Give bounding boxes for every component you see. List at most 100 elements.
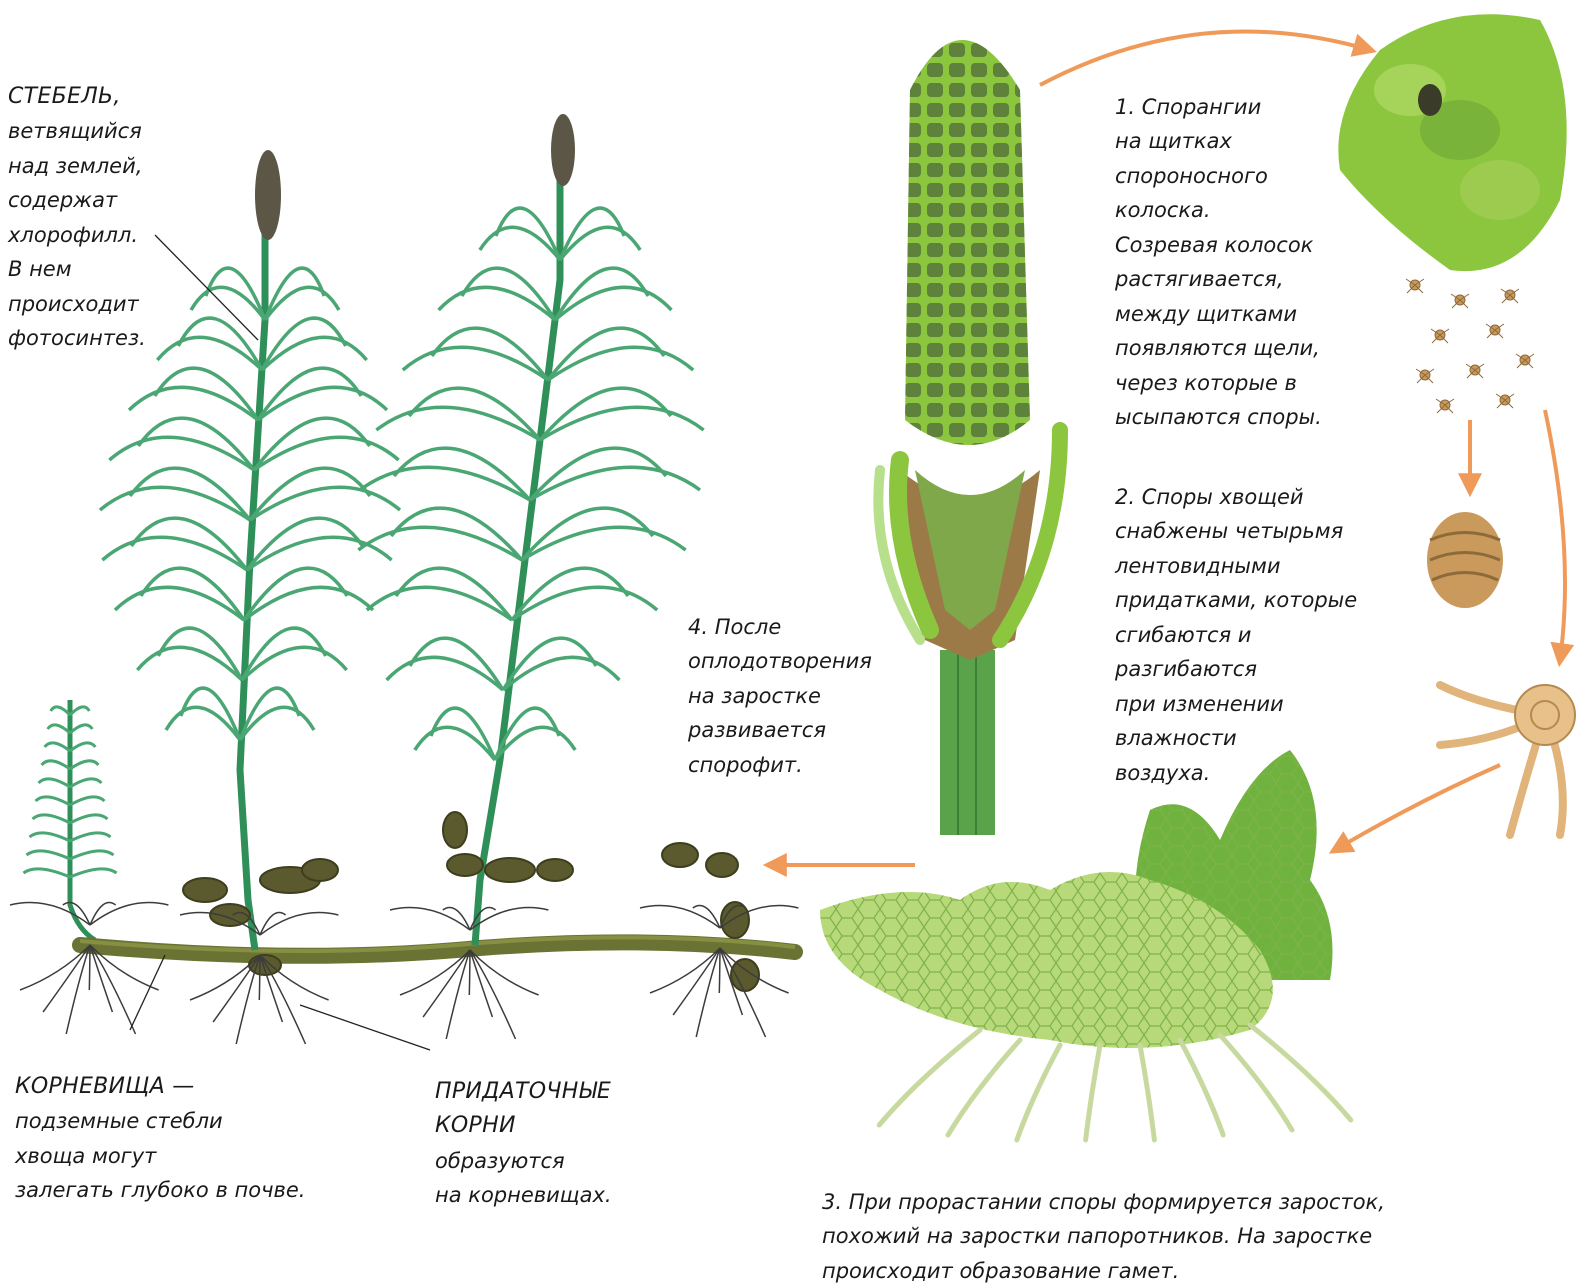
branch-whorl bbox=[155, 368, 258, 420]
roots-label-title: ПРИДАТОЧНЫЕ КОРНИ bbox=[435, 1075, 612, 1144]
step2-label: 2. Споры хвощей снабжены четырьмя лентов… bbox=[1115, 445, 1357, 790]
branch-whorl bbox=[100, 487, 250, 520]
rhizoid bbox=[1250, 1025, 1351, 1120]
rhizoid bbox=[1086, 1045, 1100, 1140]
root bbox=[470, 950, 516, 1039]
young-branch bbox=[23, 869, 70, 877]
young-branch bbox=[70, 797, 104, 805]
root bbox=[446, 950, 470, 1039]
rhizome-label-text: подземные стебли хвоща могут залегать гл… bbox=[15, 1109, 305, 1202]
root bbox=[66, 945, 90, 1034]
roots-label: ПРИДАТОЧНЫЕ КОРНИобразуются на корневища… bbox=[435, 1040, 612, 1213]
branch-whorl bbox=[376, 407, 540, 440]
branch-whorl bbox=[439, 287, 555, 320]
branch-whorl bbox=[247, 518, 363, 570]
branch-whorl bbox=[129, 387, 258, 420]
branch-whorl bbox=[462, 268, 555, 320]
root bbox=[236, 955, 260, 1044]
branch-whorl bbox=[250, 468, 370, 520]
prothallus bbox=[820, 750, 1351, 1140]
branch-whorl bbox=[512, 587, 657, 620]
young-branch bbox=[30, 833, 70, 841]
branch-whorl bbox=[244, 568, 347, 620]
branch-whorl bbox=[394, 448, 530, 500]
young-shoot bbox=[23, 700, 116, 940]
young-branch bbox=[26, 851, 70, 859]
sporangium-closeup bbox=[1338, 14, 1566, 271]
root bbox=[650, 948, 720, 993]
root bbox=[673, 948, 720, 1015]
step3-label-text: 3. При прорастании споры формируется зар… bbox=[822, 1190, 1385, 1283]
branch-whorl bbox=[141, 568, 244, 620]
branch-whorl bbox=[496, 208, 560, 260]
root bbox=[719, 948, 720, 993]
branch-whorl bbox=[109, 437, 254, 470]
strobilus-closeup bbox=[878, 40, 1060, 835]
branch-whorl bbox=[130, 468, 250, 520]
branch-whorl bbox=[258, 387, 387, 420]
branch-whorl bbox=[555, 287, 671, 320]
branch-whorl bbox=[258, 368, 361, 420]
rhizoid bbox=[1017, 1045, 1060, 1140]
rhizome bbox=[80, 937, 795, 955]
branch-whorl bbox=[530, 467, 700, 500]
young-branch bbox=[33, 815, 70, 823]
branch-whorl bbox=[522, 508, 653, 560]
root bbox=[213, 955, 260, 1022]
branch-whorl bbox=[403, 347, 548, 380]
step1-label: 1. Спорангии на щитках спороносного коло… bbox=[1115, 55, 1322, 435]
branch-whorl bbox=[540, 407, 704, 440]
root bbox=[89, 945, 90, 990]
young-branch bbox=[42, 761, 70, 769]
branch-whorl bbox=[503, 657, 619, 690]
step2-label-text: 2. Споры хвощей снабжены четырьмя лентов… bbox=[1115, 485, 1357, 785]
branch-whorl bbox=[387, 657, 503, 690]
root bbox=[259, 955, 260, 1000]
branch-whorl bbox=[560, 208, 624, 260]
branch-whorl bbox=[157, 337, 262, 370]
spore-cone-2 bbox=[551, 114, 575, 186]
rhizoid bbox=[1180, 1040, 1223, 1135]
young-branch bbox=[70, 761, 98, 769]
branch-whorl bbox=[254, 437, 399, 470]
branch-whorl bbox=[158, 628, 242, 680]
branch-whorl bbox=[432, 328, 548, 380]
branch-whorl bbox=[131, 518, 247, 570]
branch-whorl bbox=[242, 647, 347, 680]
step3-label: 3. При прорастании споры формируется зар… bbox=[822, 1150, 1385, 1288]
young-branch bbox=[48, 725, 70, 733]
step4-label: 4. После оплодотворения на заростке разв… bbox=[688, 575, 872, 782]
young-branch bbox=[45, 743, 70, 751]
branch-whorl bbox=[530, 448, 666, 500]
root bbox=[696, 948, 720, 1037]
stem-label-title: СТЕБЕЛЬ, bbox=[8, 80, 146, 115]
root bbox=[423, 950, 470, 1017]
stem-label: СТЕБЕЛЬ,ветвящийся над землей, содержат … bbox=[8, 45, 146, 356]
rhizoid bbox=[1140, 1045, 1154, 1140]
branch-whorl bbox=[409, 388, 540, 440]
branch-whorl bbox=[555, 268, 648, 320]
branch-whorl bbox=[254, 418, 370, 470]
rhizome-label: КОРНЕВИЩА —подземные стебли хвоща могут … bbox=[15, 1035, 305, 1208]
branch-whorl bbox=[262, 318, 346, 370]
branch-whorl bbox=[548, 328, 664, 380]
branch-whorl bbox=[540, 388, 671, 440]
branch-whorl bbox=[181, 688, 240, 740]
branch-whorl bbox=[367, 587, 512, 620]
young-branch bbox=[51, 707, 70, 715]
branch-whorl bbox=[178, 318, 262, 370]
spore-elaters-coiled bbox=[1427, 512, 1503, 608]
branch-whorl bbox=[250, 487, 400, 520]
branch-whorl bbox=[265, 268, 324, 320]
branch-whorl bbox=[206, 268, 265, 320]
branch-whorl bbox=[242, 628, 326, 680]
step1-label-text: 1. Спорангии на щитках спороносного коло… bbox=[1115, 95, 1322, 430]
root bbox=[469, 950, 470, 995]
young-branch bbox=[70, 725, 92, 733]
adventitious-roots bbox=[10, 903, 798, 1045]
branch-whorl bbox=[548, 347, 693, 380]
young-branch bbox=[39, 779, 70, 787]
young-branch bbox=[70, 869, 117, 877]
spore-body bbox=[1515, 685, 1575, 745]
branch-whorl bbox=[262, 337, 367, 370]
